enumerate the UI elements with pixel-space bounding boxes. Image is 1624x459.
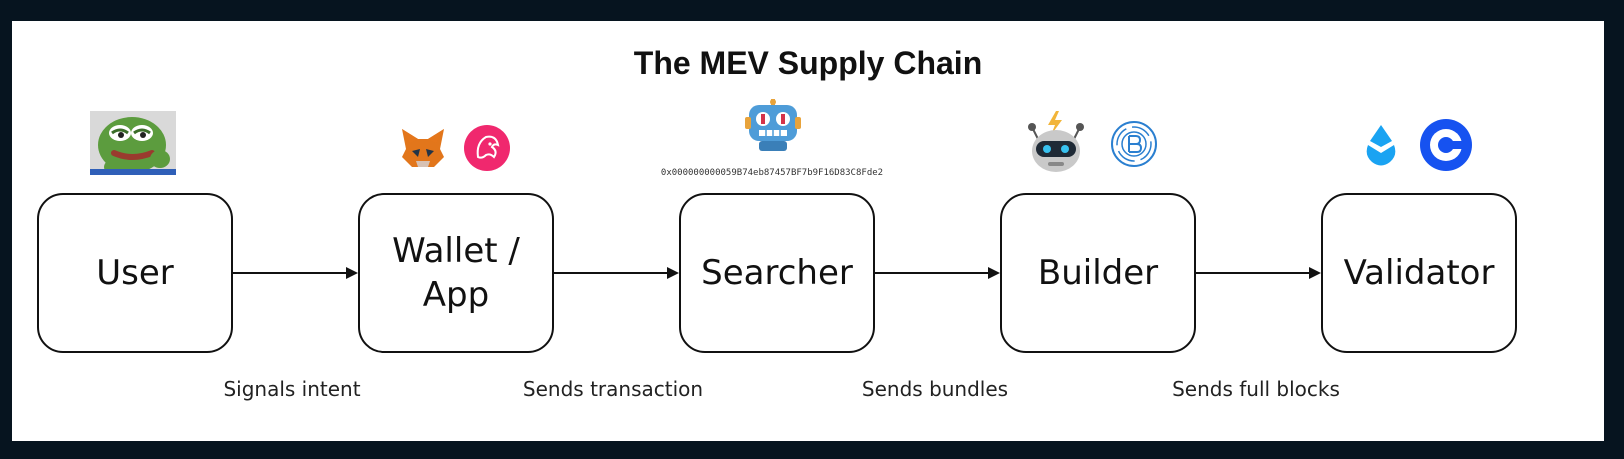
searcher-address: 0x000000000059B74eb87457BF7b9F16D83C8Fde… (660, 168, 884, 178)
node-builder: Builder (1000, 193, 1196, 353)
edge-label-sends-bundles: Sends bundles (861, 377, 1009, 401)
diagram-card: The MEV Supply Chain (12, 21, 1604, 441)
edge-label-sends-full-blocks: Sends full blocks (1172, 377, 1340, 401)
node-label: Searcher (701, 252, 853, 293)
pepe-frog-icon (90, 111, 176, 175)
arrow-wallet-to-searcher (554, 266, 679, 280)
robot-icon (745, 99, 801, 153)
lido-drop-icon (1364, 125, 1398, 167)
flashbots-robot-icon (1026, 111, 1086, 173)
node-label-line-1: Wallet / (392, 230, 520, 271)
pink-lion-icon (464, 125, 510, 171)
node-label: Validator (1343, 252, 1495, 293)
edge-label-sends-transaction: Sends transaction (522, 377, 704, 401)
diagram-title: The MEV Supply Chain (633, 45, 983, 81)
node-validator: Validator (1321, 193, 1517, 353)
edge-label-signals-intent: Signals intent (223, 377, 361, 401)
coinbase-c-icon (1420, 119, 1472, 171)
node-label-line-2: App (422, 275, 490, 315)
node-label: Builder (1037, 252, 1159, 293)
metamask-fox-icon (400, 127, 446, 169)
arrow-searcher-to-builder (875, 266, 1000, 280)
node-label: User (96, 252, 174, 293)
arrow-builder-to-validator (1196, 266, 1321, 280)
builder-b-logo-icon (1108, 119, 1160, 169)
arrow-user-to-wallet (233, 266, 358, 280)
node-searcher: Searcher (679, 193, 875, 353)
node-wallet-app: Wallet / App (358, 193, 554, 353)
node-user: User (37, 193, 233, 353)
